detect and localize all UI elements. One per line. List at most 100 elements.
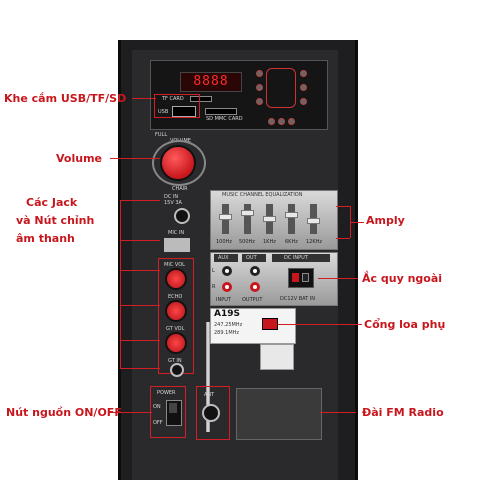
amply-leader-line xyxy=(350,222,364,223)
antenna-jack[interactable] xyxy=(202,404,220,422)
off-label: OFF xyxy=(153,420,163,426)
aux-r-jack[interactable] xyxy=(222,282,232,292)
usb-highlight-box xyxy=(154,94,200,118)
eq-slider-6khz[interactable] xyxy=(285,204,298,234)
dc-in-jack[interactable] xyxy=(174,208,190,224)
eq-band-label: 100Hz xyxy=(216,239,232,245)
media-button[interactable] xyxy=(268,118,275,125)
jack-tick xyxy=(120,340,160,341)
l-label: L xyxy=(212,268,215,274)
aux-l-jack[interactable] xyxy=(222,266,232,276)
media-button[interactable] xyxy=(288,118,295,125)
gt-in-jack[interactable] xyxy=(170,363,184,377)
eq-slider-500hz[interactable] xyxy=(241,204,254,234)
aux-title-bg xyxy=(214,254,238,262)
jack-label-line3: âm thanh xyxy=(16,232,75,245)
output-label: OUTPUT xyxy=(242,297,263,303)
mic-in-socket[interactable] xyxy=(164,238,190,252)
eq-band-label: 1KHz xyxy=(263,239,276,245)
mic-vol-label: MIC VOL xyxy=(164,262,185,268)
freq-1: 247.25MHz xyxy=(214,322,243,328)
usb-port[interactable] xyxy=(172,106,196,117)
power-switch-label: POWER xyxy=(157,390,176,396)
power-leader-line xyxy=(110,412,152,413)
tf-card-slot[interactable] xyxy=(190,96,212,102)
volume-label: Volume xyxy=(56,152,102,165)
media-button[interactable] xyxy=(300,98,307,105)
amply-bracket xyxy=(336,238,350,239)
out-l-jack[interactable] xyxy=(250,266,260,276)
sd-card-slot[interactable] xyxy=(205,108,237,115)
dpad-button[interactable] xyxy=(266,68,296,108)
fm-radio-label: Đài FM Radio xyxy=(362,406,444,419)
jack-bracket-vertical xyxy=(120,200,121,368)
mic-vol-knob[interactable] xyxy=(165,268,187,290)
dc-spec-label: 15V 3A xyxy=(164,200,182,206)
dc-in-label: DC IN xyxy=(164,194,179,200)
dc-input-label: DC INPUT xyxy=(284,255,308,261)
freq-2: 289.1MHz xyxy=(214,330,240,336)
jack-tick xyxy=(120,368,160,369)
ant-label: ANT xyxy=(204,392,215,398)
power-switch[interactable] xyxy=(166,400,182,426)
led-display: 8888 xyxy=(180,72,242,92)
media-button[interactable] xyxy=(256,84,263,91)
usb-slot-label: Khe cắm USB/TF/SD xyxy=(4,92,127,105)
gt-in-label: GT IN xyxy=(168,358,182,364)
eq-slider-100hz[interactable] xyxy=(219,204,232,234)
fm-leader-line xyxy=(320,412,356,413)
gt-vol-knob[interactable] xyxy=(165,332,187,354)
eq-slider-1khz[interactable] xyxy=(263,204,276,234)
out-title-bg xyxy=(242,254,266,262)
out-label: OUT xyxy=(246,255,257,261)
r-label: R xyxy=(212,284,216,290)
media-button[interactable] xyxy=(300,84,307,91)
media-button[interactable] xyxy=(256,98,263,105)
jack-tick xyxy=(120,200,160,201)
jack-label-line2: và Nút chỉnh xyxy=(16,214,95,227)
usb-leader-line xyxy=(132,98,156,99)
media-module xyxy=(150,60,328,130)
volume-knob[interactable] xyxy=(160,145,196,181)
spec-sticker xyxy=(260,344,294,370)
media-button[interactable] xyxy=(300,70,307,77)
sd-card-label: SD MMC CARD xyxy=(206,116,243,122)
battery-terminal[interactable] xyxy=(288,268,314,288)
battery-label: Ắc quy ngoài xyxy=(362,272,443,285)
fm-info-plate xyxy=(236,388,322,440)
fm-highlight-box xyxy=(196,386,230,440)
eq-band-label: 6KHz xyxy=(285,239,298,245)
volume-leader-line xyxy=(110,158,160,159)
echo-knob[interactable] xyxy=(165,300,187,322)
dc-input-title-bg xyxy=(272,254,330,262)
full-label: FULL xyxy=(155,132,168,138)
bat-in-label: DC12V BAT IN xyxy=(280,296,316,302)
amply-label: Amply xyxy=(366,214,405,227)
jack-tick xyxy=(120,270,160,271)
jack-tick xyxy=(120,305,160,306)
usb-label: USB xyxy=(158,109,169,115)
speaker-leader-line xyxy=(278,324,362,325)
input-label: INPUT xyxy=(216,297,231,303)
volume-dial-ring xyxy=(152,140,206,186)
speaker-port[interactable] xyxy=(262,318,278,330)
media-button[interactable] xyxy=(256,70,263,77)
eq-band-label: 12KHz xyxy=(306,239,323,245)
aux-label: AUX xyxy=(218,255,229,261)
gt-vol-label: GT VOL xyxy=(166,326,185,332)
model-sticker xyxy=(210,308,296,344)
tf-card-label: TF CARD xyxy=(162,96,184,102)
chair-label: CHAIR xyxy=(172,186,188,192)
speaker-port-label: Cổng loa phụ xyxy=(364,318,446,331)
eq-title: MUSIC CHANNEL EQUALIZATION xyxy=(222,192,303,198)
on-label: ON xyxy=(153,404,161,410)
eq-slider-12khz[interactable] xyxy=(307,204,320,234)
fm-antenna[interactable] xyxy=(206,322,210,432)
eq-band-label: 500Hz xyxy=(239,239,255,245)
media-button[interactable] xyxy=(278,118,285,125)
battery-leader-line xyxy=(318,278,358,279)
out-r-jack[interactable] xyxy=(250,282,260,292)
model-label: A19S xyxy=(214,309,240,319)
power-button-label: Nút nguồn ON/OFF xyxy=(6,406,122,419)
jack-tick xyxy=(120,240,160,241)
